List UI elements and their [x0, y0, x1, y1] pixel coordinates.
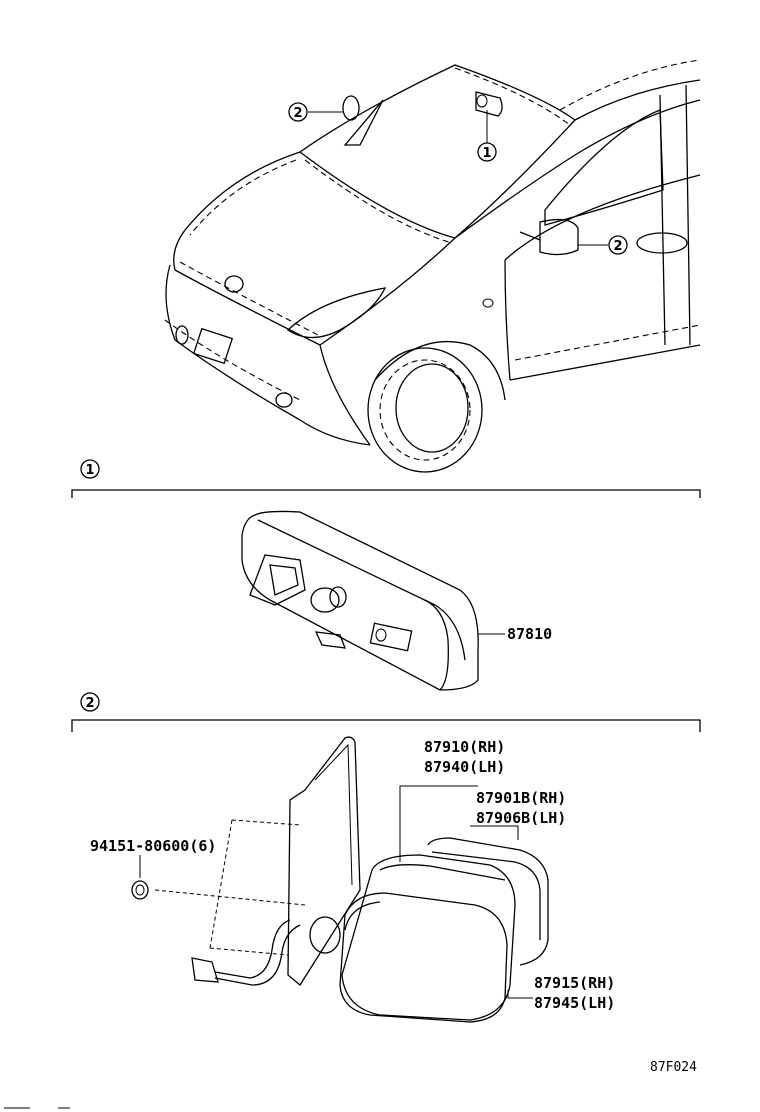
- svg-text:2: 2: [613, 239, 622, 254]
- svg-text:1: 1: [85, 463, 94, 478]
- section-1-header: 1: [71, 459, 701, 498]
- part-number-94151: 94151-80600(6): [90, 837, 216, 855]
- part-number-87906b: 87906B(LH): [476, 809, 566, 827]
- inner-mirror-illustration: [241, 510, 479, 691]
- leader-lines: [139, 785, 533, 999]
- car-callout-2-mirror: 2: [578, 235, 628, 255]
- part-number-87915: 87915(RH): [534, 974, 615, 992]
- part-number-87910: 87910(RH): [424, 738, 505, 756]
- figure-code: 87F024: [650, 1060, 697, 1075]
- section-2-header: 2: [71, 692, 701, 732]
- part-number-87810: 87810: [507, 625, 552, 643]
- part-number-87945: 87945(LH): [534, 994, 615, 1012]
- part-number-87901b: 87901B(RH): [476, 789, 566, 807]
- callout-87810: 87810: [478, 625, 552, 643]
- car-illustration: [164, 59, 701, 473]
- part-number-87940: 87940(LH): [424, 758, 505, 776]
- car-callout-1: 1: [477, 110, 497, 162]
- svg-text:2: 2: [85, 696, 94, 711]
- svg-text:1: 1: [482, 146, 491, 161]
- outer-mirror-illustration: [131, 736, 549, 1023]
- svg-text:2: 2: [293, 106, 302, 121]
- car-callout-2-antenna: 2: [288, 102, 343, 122]
